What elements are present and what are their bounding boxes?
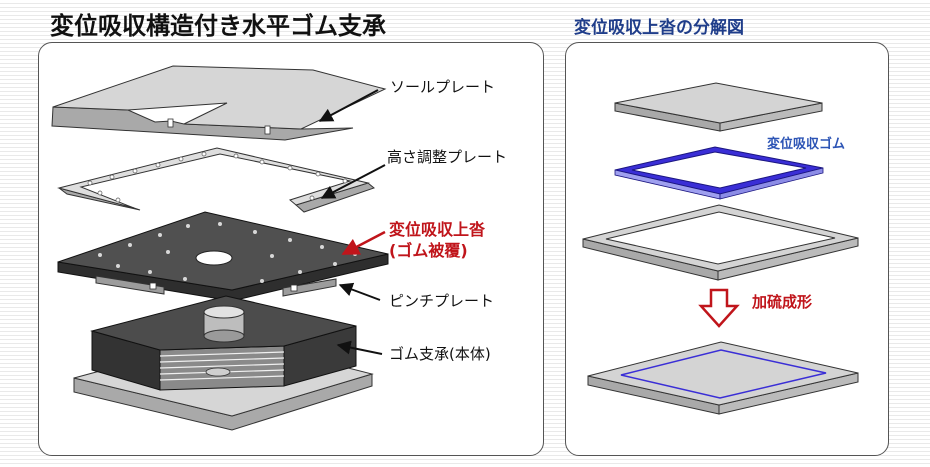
leader-arrows [318, 89, 386, 355]
upper-shoe [57, 211, 389, 302]
label-absorb-rubber: 変位吸収ゴム [767, 137, 846, 152]
label-vulcanize: 加硫成形 [752, 293, 813, 311]
exploded-top-plate [614, 82, 823, 132]
label-sole-plate: ソールプレート [390, 78, 496, 96]
down-arrow-icon [698, 288, 740, 328]
main-title: 変位吸収構造付き水平ゴム支承 [50, 12, 386, 40]
label-rubber-bearing: ゴム支承(本体) [389, 345, 491, 363]
pinch-plate [95, 275, 337, 297]
exploded-result-plate [587, 341, 859, 415]
exploded-view-title: 変位吸収上沓の分解図 [574, 18, 744, 38]
label-pinch-plate: ピンチプレート [389, 292, 495, 310]
label-upper-shoe-coating: (ゴム被覆) [389, 241, 468, 260]
sole-plate [51, 65, 387, 141]
height-adjust-plate [57, 147, 376, 213]
label-height-adjust-plate: 高さ調整プレート [387, 148, 508, 166]
exploded-frame [582, 204, 859, 281]
label-upper-shoe: 変位吸収上沓 [389, 220, 486, 239]
exploded-absorb-rubber [614, 146, 824, 200]
rubber-bearing-body [73, 295, 374, 431]
